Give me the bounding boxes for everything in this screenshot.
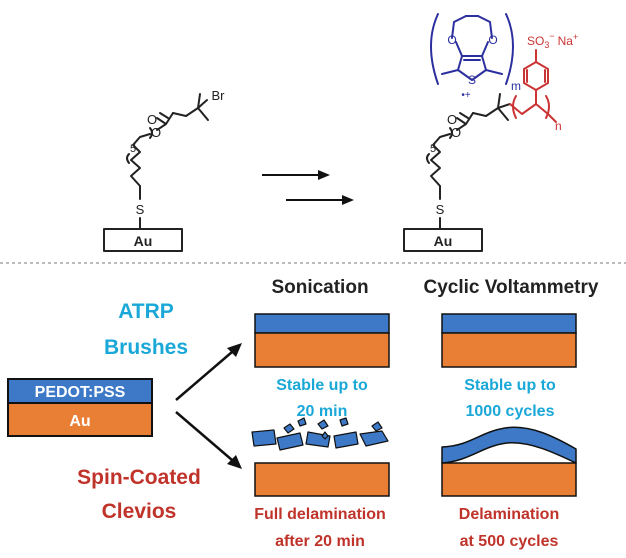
- result-cv-spin-1: Delamination: [459, 506, 559, 523]
- radical-cation: •+: [461, 90, 471, 101]
- repeat-five-left: 5: [130, 143, 136, 155]
- initiator-structure: [103, 93, 209, 252]
- subscript-m: m: [511, 79, 521, 93]
- result-cv-atrp-2: 1000 cycles: [466, 403, 555, 420]
- sulfur-label-left: S: [136, 202, 145, 217]
- spin-cv-lifted-film: [441, 426, 577, 464]
- method-spin-line2: Clevios: [102, 500, 177, 523]
- atrp-son-pedot: [254, 313, 390, 334]
- oxygen-ester-left: O: [151, 125, 161, 140]
- gold-substrate-right: [403, 228, 483, 252]
- result-son-atrp-2: 20 min: [297, 403, 348, 420]
- sulfur-label-right: S: [436, 202, 445, 217]
- pss-unit: [509, 49, 557, 123]
- result-cv-spin-2: at 500 cycles: [460, 533, 559, 550]
- result-son-spin-2: after 20 min: [275, 533, 365, 550]
- alkyl-chain-left: [130, 133, 151, 200]
- sample-stack: [7, 378, 153, 437]
- brush-structure: [403, 93, 511, 252]
- header-sonication: Sonication: [271, 277, 368, 298]
- result-son-spin-1: Full delamination: [254, 506, 386, 523]
- gold-substrate-left: [103, 228, 183, 252]
- bromine-label: Br: [212, 88, 226, 103]
- atrp-son-gold: [254, 332, 390, 368]
- pedot-oxygen-right: O: [488, 33, 497, 47]
- sample-pedot-label: PEDOT:PSS: [35, 384, 126, 401]
- pedot-oxygen-left: O: [447, 33, 456, 47]
- repeat-five-right: 5: [430, 143, 436, 155]
- subscript-n: n: [555, 119, 562, 133]
- oxygen-carbonyl-right: O: [447, 112, 457, 127]
- spin-cv-gold: [441, 462, 577, 497]
- pedot-sulfur: S: [468, 73, 476, 87]
- branch-arrows: [175, 343, 242, 469]
- oxygen-carbonyl-left: O: [147, 112, 157, 127]
- sample-gold-label: Au: [69, 413, 90, 430]
- gold-label-left: Au: [134, 233, 153, 249]
- atrp-cv-gold: [441, 332, 577, 368]
- method-spin-line1: Spin-Coated: [77, 466, 201, 489]
- result-son-atrp-1: Stable up to: [276, 377, 368, 394]
- sample-pedot-layer: [7, 378, 153, 404]
- result-cv-atrp-1: Stable up to: [464, 377, 556, 394]
- reaction-arrow: [262, 170, 354, 205]
- gold-label-right: Au: [434, 233, 453, 249]
- header-cyclic-voltammetry: Cyclic Voltammetry: [424, 277, 599, 298]
- atrp-cv-pedot: [441, 313, 577, 334]
- pedot-unit: [430, 13, 514, 85]
- spin-son-gold: [254, 462, 390, 497]
- oxygen-ester-right: O: [451, 125, 461, 140]
- method-atrp-line1: ATRP: [118, 300, 174, 323]
- method-atrp-line2: Brushes: [104, 336, 188, 359]
- sample-gold-layer: [7, 402, 153, 437]
- sulfonate-label: SO3−Na+: [527, 31, 578, 50]
- spin-son-flakes: [251, 417, 389, 451]
